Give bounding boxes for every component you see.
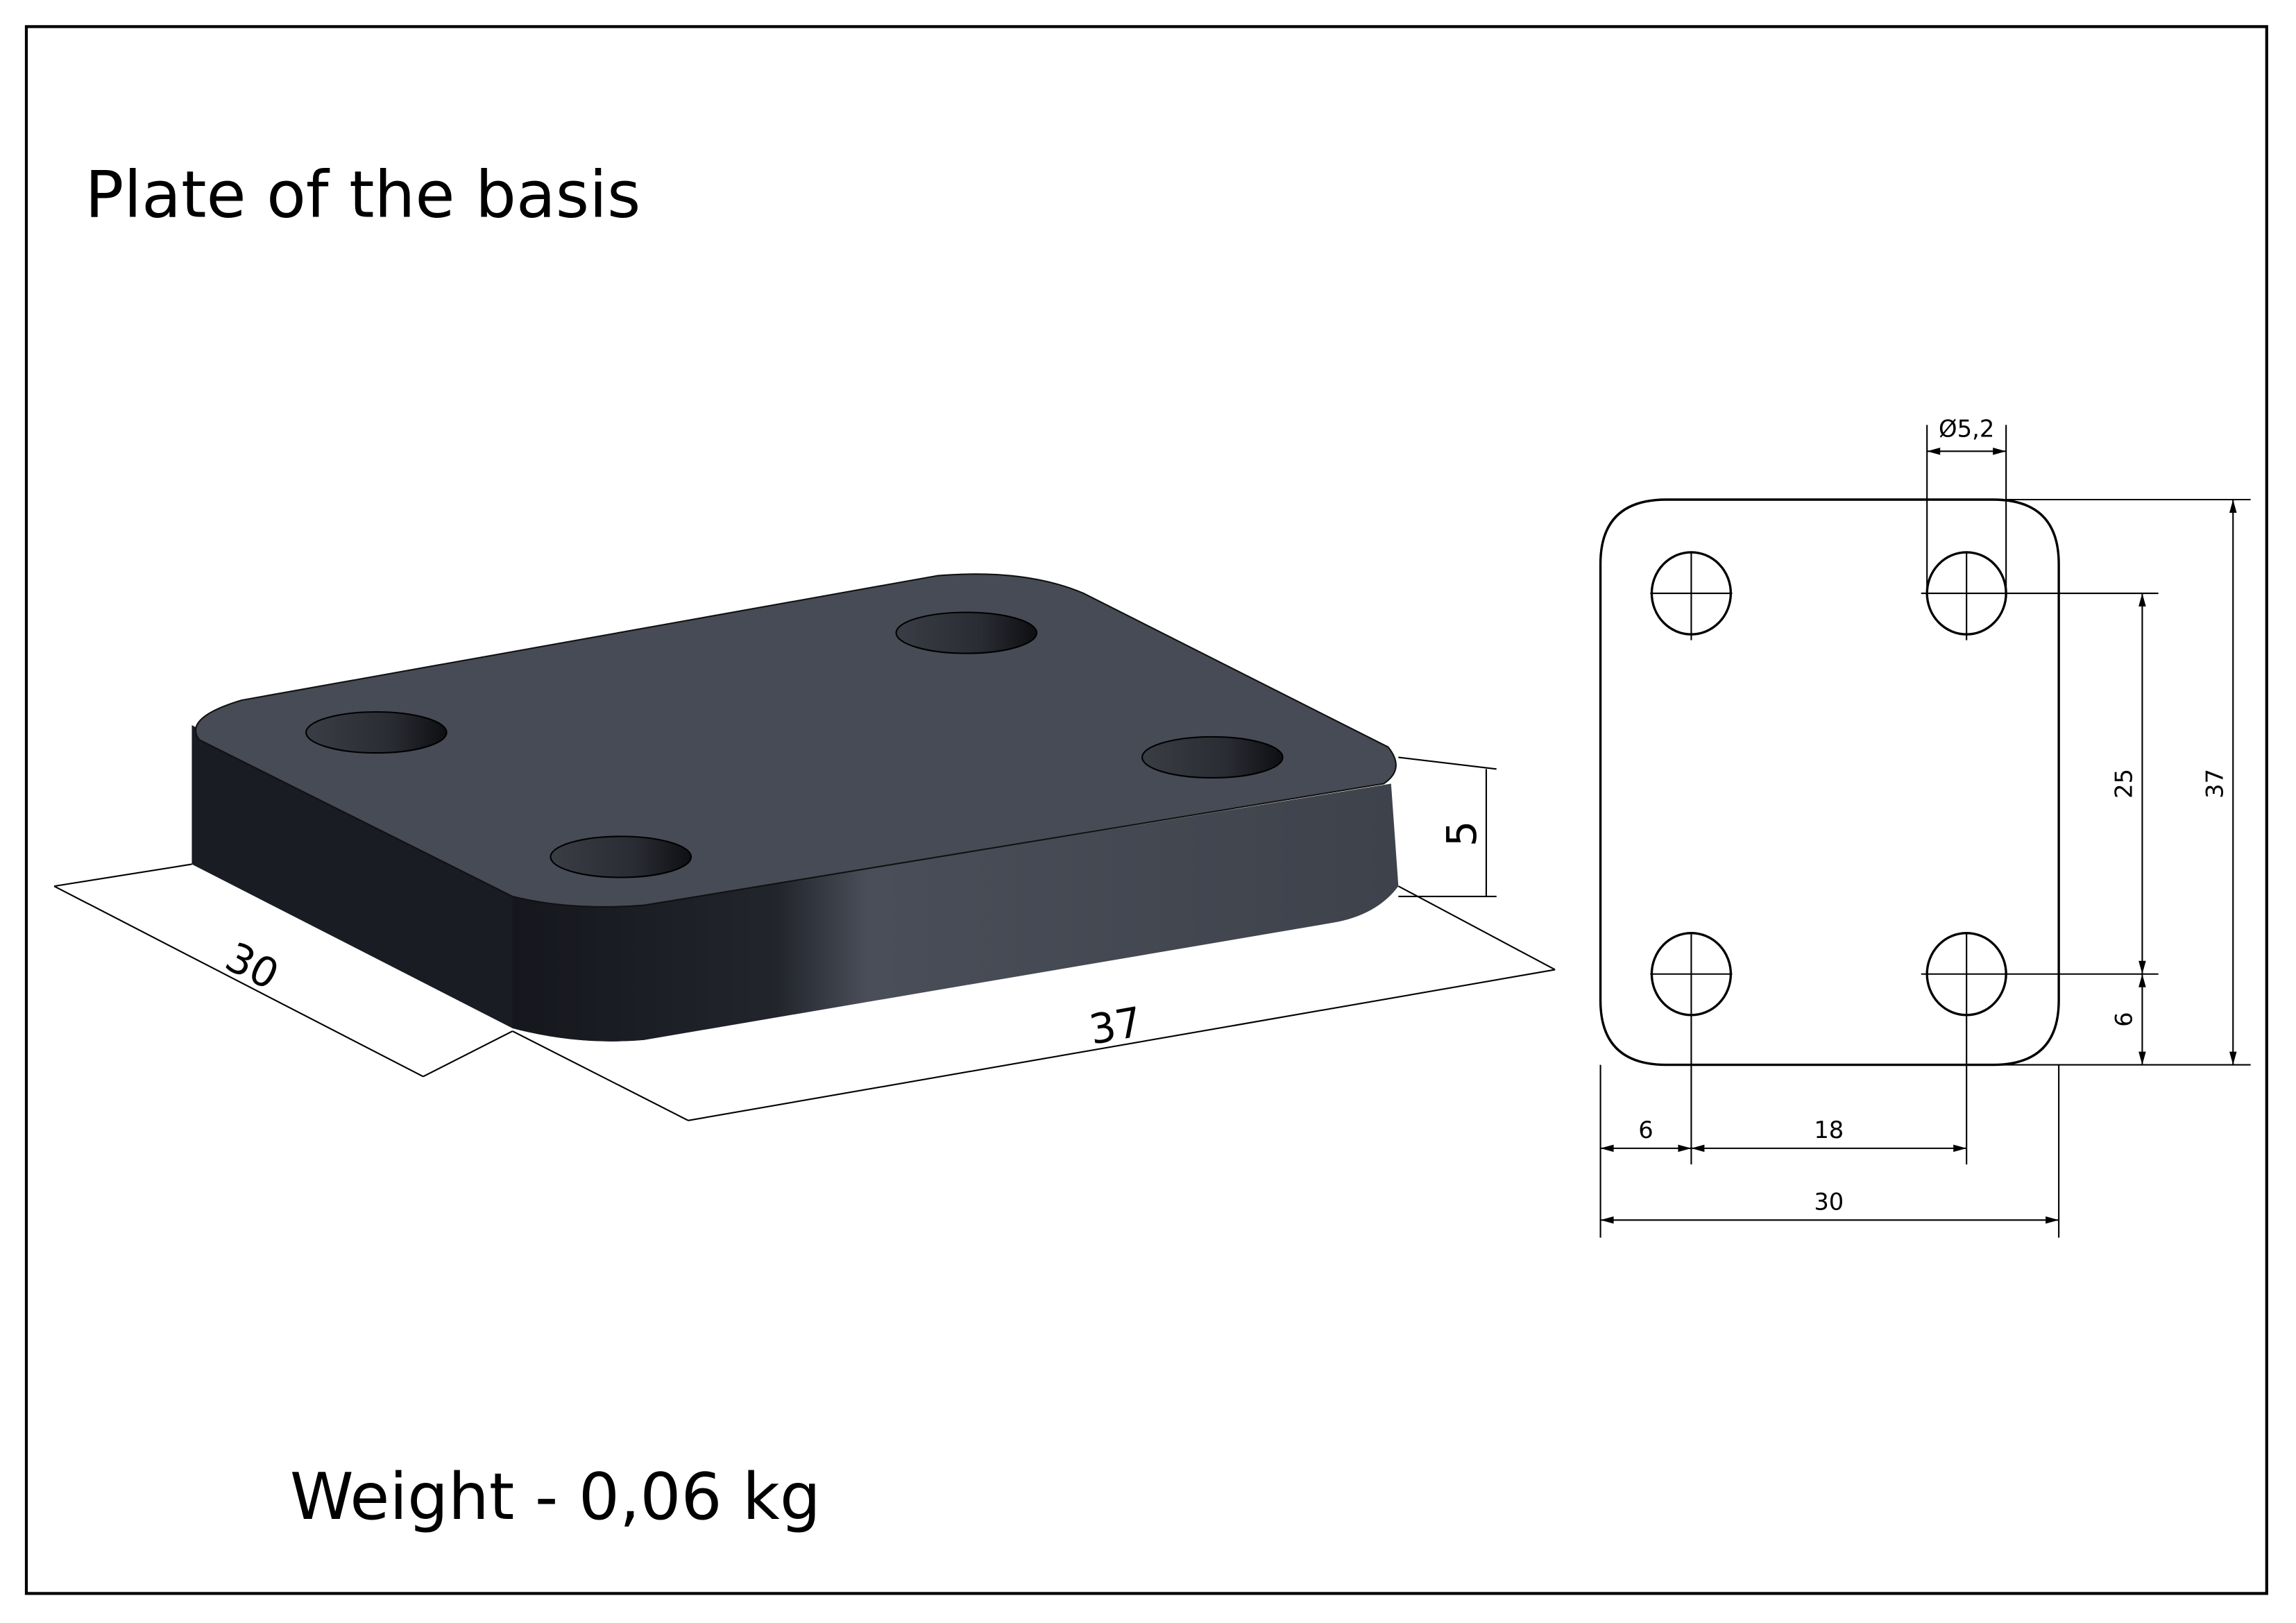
dim-hole-spacing-x: 18 (1814, 1116, 1844, 1144)
hole-icon (895, 611, 1038, 654)
plate-top-face (195, 573, 1397, 908)
iso-dim-length: 37 (1086, 998, 1146, 1054)
plate-front-side (512, 783, 1399, 1042)
hole-icon (550, 835, 692, 878)
iso-dim-thickness: 5 (1438, 821, 1486, 847)
sheet-frame (24, 25, 2268, 1595)
dim-edge-y: 6 (2111, 1012, 2138, 1026)
iso-dim-width: 30 (218, 933, 286, 999)
weight-label: Weight - 0,06 kg (290, 1459, 821, 1534)
plate-outline (1599, 498, 2060, 1067)
dim-hole-diameter: Ø5,2 (1939, 415, 1994, 442)
hole-icon (1141, 736, 1284, 779)
dim-total-x: 30 (1814, 1189, 1844, 1216)
isometric-plate-view: 30 37 5 (53, 573, 1556, 1121)
dim-total-y: 37 (2201, 769, 2228, 799)
plan-view: Ø5,2 25 37 6 6 18 30 (1599, 415, 2251, 1238)
dim-edge-x: 6 (1638, 1116, 1653, 1144)
drawing-title: Plate of the basis (85, 158, 640, 232)
dim-hole-spacing-y: 25 (2111, 769, 2138, 799)
hole-icon (305, 711, 448, 754)
